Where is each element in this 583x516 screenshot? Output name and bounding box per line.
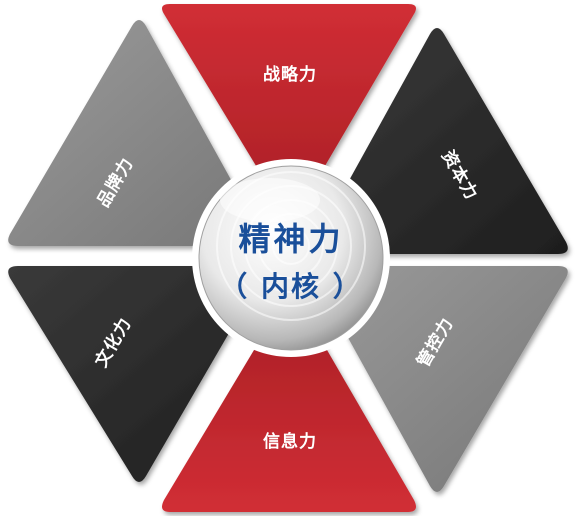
segment-bottom-label: 信息力 <box>263 431 317 452</box>
segment-top-label: 战略力 <box>263 64 317 85</box>
segment-lower-right: 管控力 <box>312 266 568 492</box>
segment-top: 战略力 <box>162 4 416 218</box>
core-sphere: 精神力 （ 内核 ） <box>192 159 390 357</box>
segment-upper-right: 资本力 <box>312 28 568 254</box>
segment-upper-left: 品牌力 <box>8 20 264 246</box>
core-title: 精神力 <box>238 220 343 258</box>
segment-lower-left: 文化力 <box>8 266 264 482</box>
core-subtitle: （ 内核 ） <box>219 270 363 303</box>
segment-bottom: 信息力 <box>162 294 416 512</box>
